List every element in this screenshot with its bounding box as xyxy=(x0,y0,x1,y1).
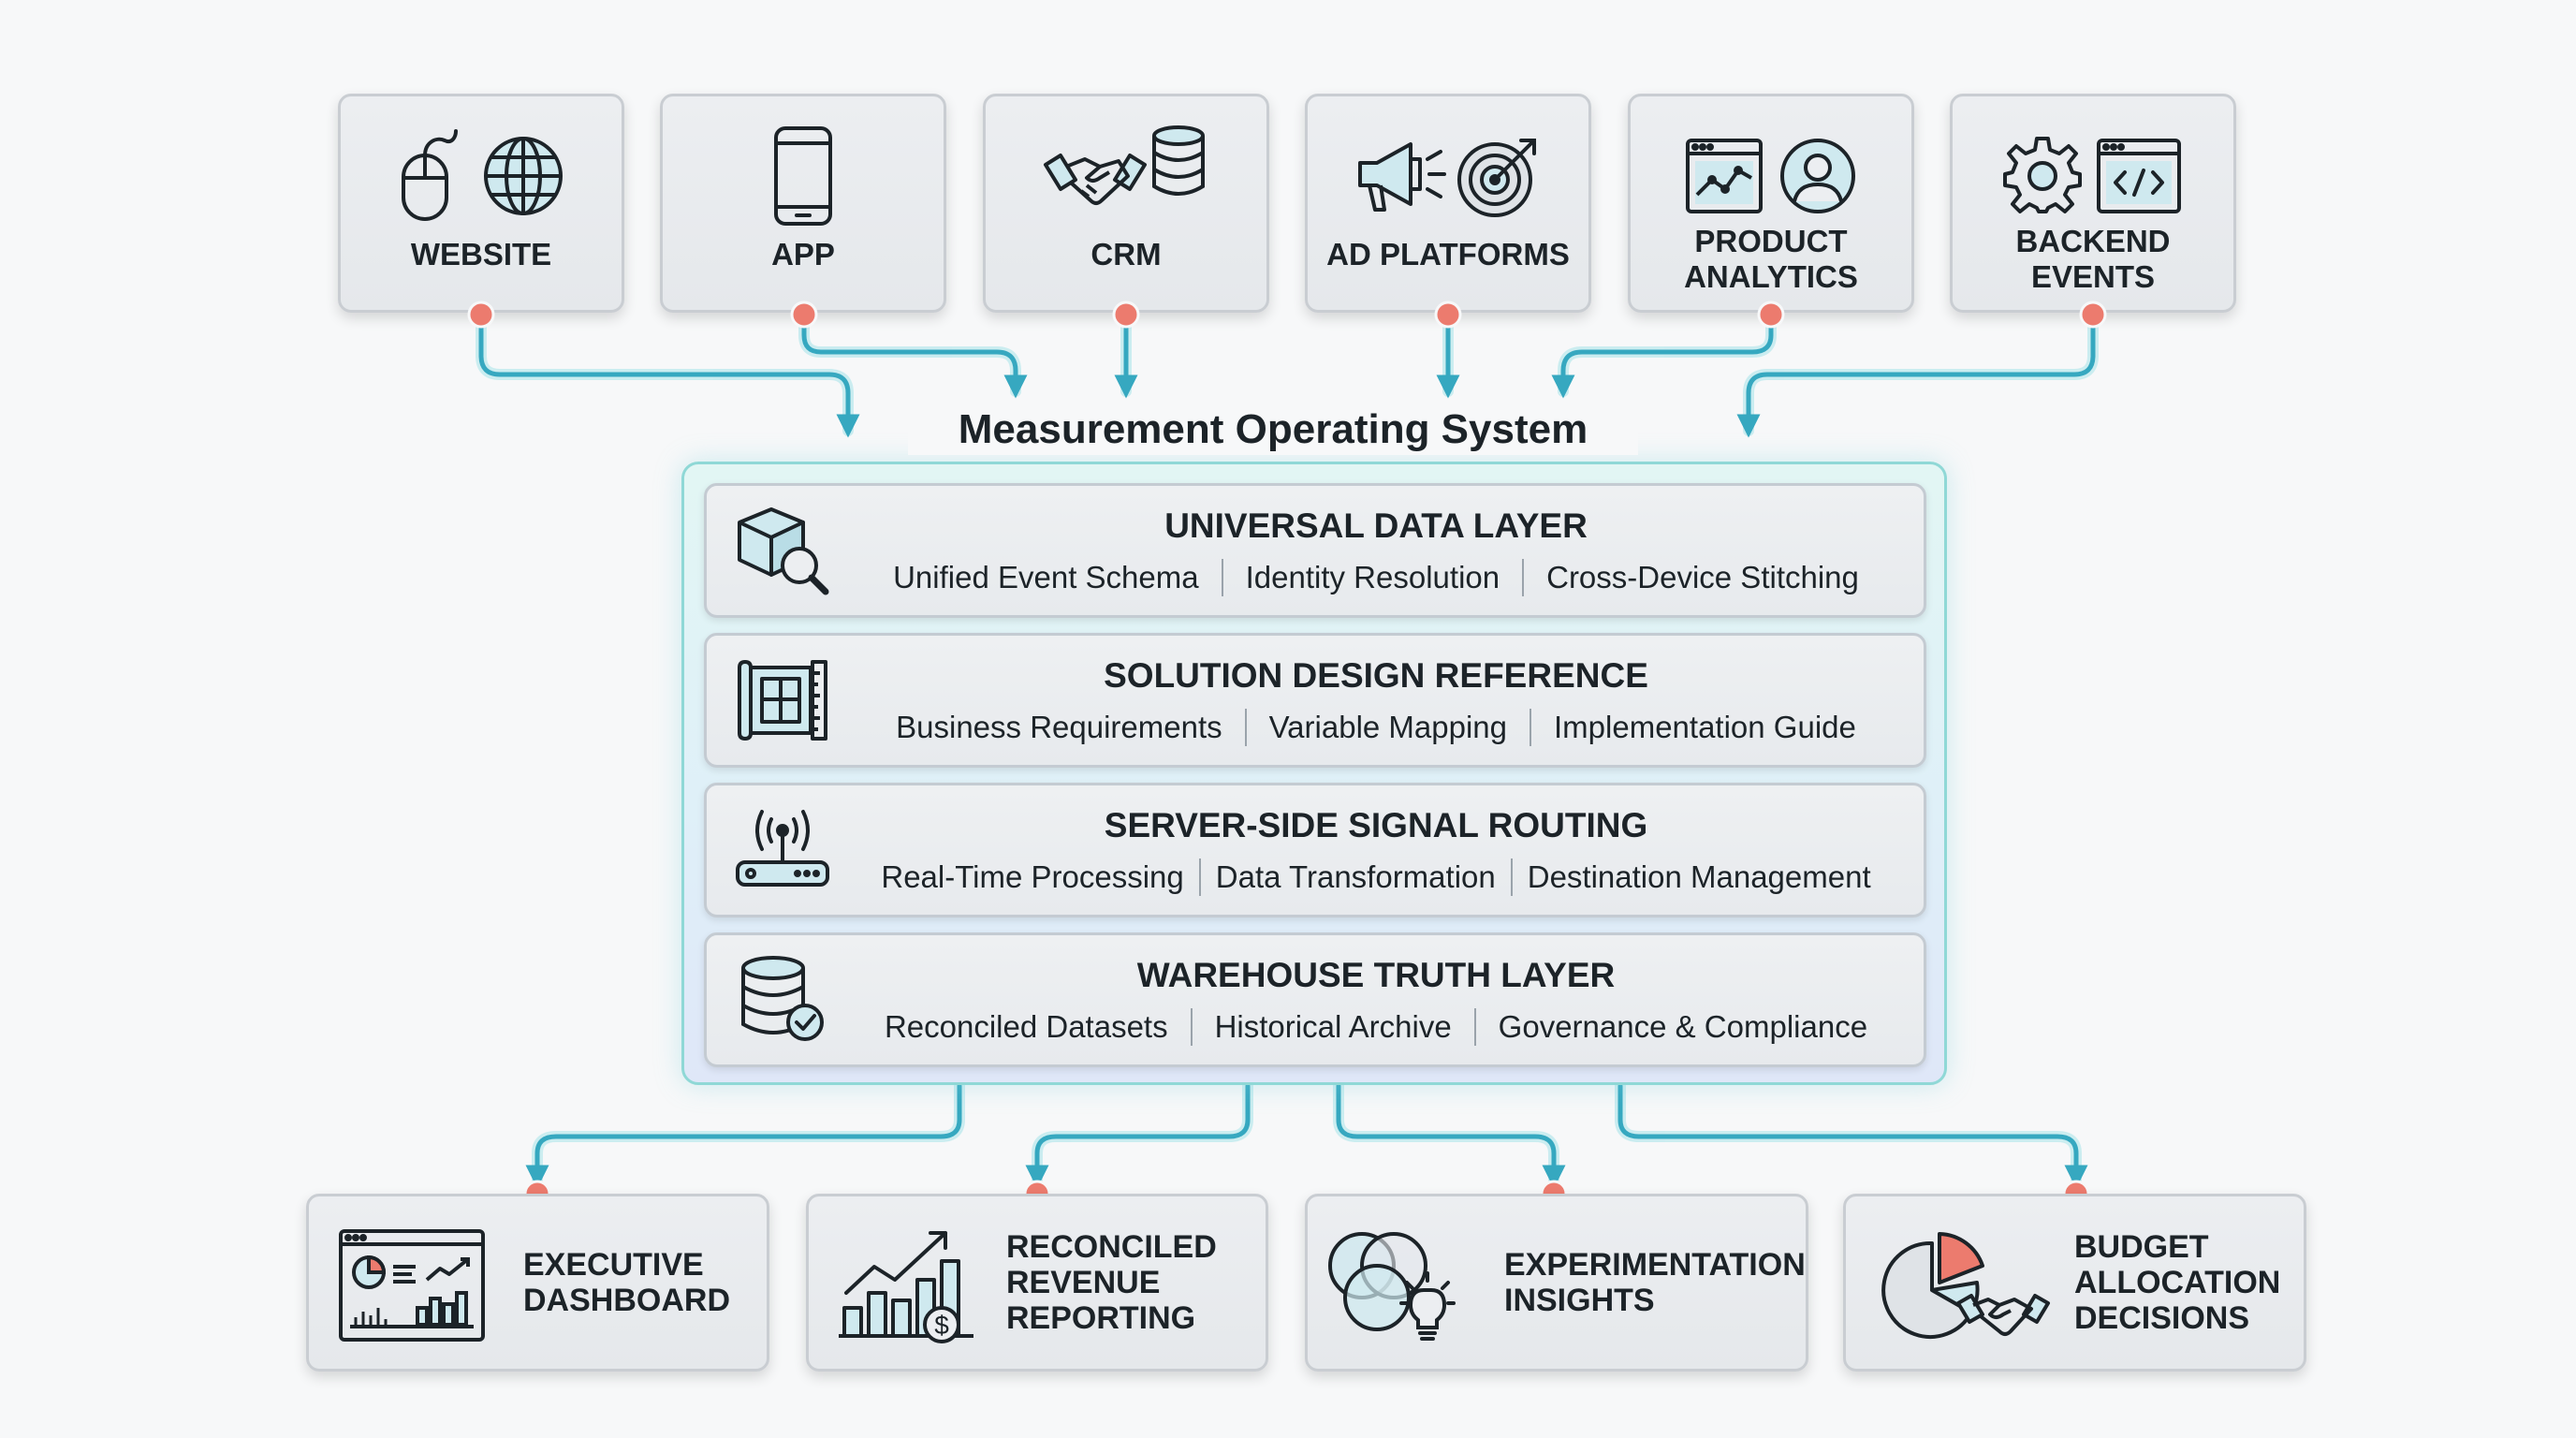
dashboard-icon xyxy=(339,1229,485,1342)
source-label: AD PLATFORMS xyxy=(1326,237,1570,271)
smartphone-icon xyxy=(774,126,832,226)
layer-items: Real-Time Processing Data Transformation… xyxy=(847,858,1905,896)
revenue-growth-icon: $ xyxy=(839,1231,973,1343)
layer-title: SERVER-SIDE SIGNAL ROUTING xyxy=(1104,806,1648,844)
blueprint-icon xyxy=(738,660,827,741)
router-icon xyxy=(736,810,829,887)
source-label: BACKEND EVENTS xyxy=(2015,224,2171,294)
layer-item: Implementation Guide xyxy=(1554,710,1856,744)
output-card-reconciled-revenue[interactable]: $ RECONCILED REVENUE REPORTING xyxy=(806,1194,1268,1372)
source-card-product-analytics[interactable]: PRODUCT ANALYTICS xyxy=(1628,94,1914,313)
svg-text:$: $ xyxy=(934,1311,949,1340)
layer-item: Identity Resolution xyxy=(1245,560,1500,594)
layer-item: Historical Archive xyxy=(1214,1009,1452,1044)
divider xyxy=(1473,1008,1476,1046)
output-label: RECONCILED REVENUE REPORTING xyxy=(1006,1229,1217,1336)
source-node-dot xyxy=(2079,301,2107,329)
layer-item: Data Transformation xyxy=(1215,859,1496,894)
divider xyxy=(1510,858,1513,896)
target-icon xyxy=(1457,139,1536,217)
output-label: EXECUTIVE DASHBOARD xyxy=(523,1247,730,1318)
analytics-chart-icon xyxy=(1686,139,1763,213)
layer-item: Destination Management xyxy=(1527,859,1871,894)
layer-item: Cross-Device Stitching xyxy=(1546,560,1859,594)
source-node-dot xyxy=(467,301,495,329)
source-card-app[interactable]: APP xyxy=(660,94,946,313)
divider xyxy=(1221,559,1223,596)
source-card-crm[interactable]: CRM xyxy=(983,94,1269,313)
layer-universal-data[interactable]: UNIVERSAL DATA LAYER Unified Event Schem… xyxy=(704,483,1926,618)
layer-item: Real-Time Processing xyxy=(881,859,1184,894)
measurement-os-title: Measurement Operating System xyxy=(908,404,1638,455)
megaphone-icon xyxy=(1358,142,1446,212)
layer-item: Reconciled Datasets xyxy=(884,1009,1168,1044)
output-card-executive-dashboard[interactable]: EXECUTIVE DASHBOARD xyxy=(306,1194,769,1372)
database-check-icon xyxy=(741,956,824,1041)
mouse-icon xyxy=(402,129,458,221)
source-label: APP xyxy=(771,237,835,271)
layer-item: Business Requirements xyxy=(896,710,1222,744)
globe-icon xyxy=(484,137,563,215)
source-label: PRODUCT ANALYTICS xyxy=(1684,224,1858,294)
user-profile-icon xyxy=(1780,139,1855,213)
handshake-icon xyxy=(1044,154,1147,205)
layer-items: Business Requirements Variable Mapping I… xyxy=(847,709,1905,746)
source-card-website[interactable]: WEBSITE xyxy=(338,94,624,313)
source-node-dot xyxy=(790,301,818,329)
pie-handshake-icon xyxy=(1881,1232,2050,1339)
layer-item: Governance & Compliance xyxy=(1498,1009,1868,1044)
gear-icon xyxy=(2003,137,2082,213)
layer-items: Reconciled Datasets Historical Archive G… xyxy=(847,1008,1905,1046)
output-label: EXPERIMENTATION INSIGHTS xyxy=(1504,1247,1806,1318)
output-card-experimentation-insights[interactable]: EXPERIMENTATION INSIGHTS xyxy=(1305,1194,1808,1372)
divider xyxy=(1522,559,1525,596)
output-card-budget-allocation[interactable]: BUDGET ALLOCATION DECISIONS xyxy=(1843,1194,2306,1372)
source-node-dot xyxy=(1757,301,1785,329)
output-label: BUDGET ALLOCATION DECISIONS xyxy=(2074,1229,2281,1336)
database-icon xyxy=(1152,125,1205,196)
layer-warehouse-truth[interactable]: WAREHOUSE TRUTH LAYER Reconciled Dataset… xyxy=(704,932,1926,1067)
divider xyxy=(1190,1008,1193,1046)
layer-signal-routing[interactable]: SERVER-SIDE SIGNAL ROUTING Real-Time Pro… xyxy=(704,783,1926,917)
layer-item: Variable Mapping xyxy=(1268,710,1508,744)
source-node-dot xyxy=(1112,301,1140,329)
divider xyxy=(1244,709,1247,746)
layer-title: SOLUTION DESIGN REFERENCE xyxy=(1104,656,1648,695)
layer-title: UNIVERSAL DATA LAYER xyxy=(1164,506,1588,545)
code-window-icon xyxy=(2097,139,2181,213)
layer-solution-design[interactable]: SOLUTION DESIGN REFERENCE Business Requi… xyxy=(704,633,1926,768)
layer-items: Unified Event Schema Identity Resolution… xyxy=(847,559,1905,596)
divider xyxy=(1530,709,1532,746)
source-node-dot xyxy=(1434,301,1462,329)
source-card-backend-events[interactable]: BACKEND EVENTS xyxy=(1950,94,2236,313)
source-label: WEBSITE xyxy=(410,237,552,271)
layer-title: WAREHOUSE TRUTH LAYER xyxy=(1136,956,1616,994)
source-label: CRM xyxy=(1090,237,1162,271)
layer-item: Unified Event Schema xyxy=(893,560,1199,594)
cube-search-icon xyxy=(738,507,829,595)
divider xyxy=(1198,858,1201,896)
venn-lightbulb-icon xyxy=(1328,1232,1456,1341)
